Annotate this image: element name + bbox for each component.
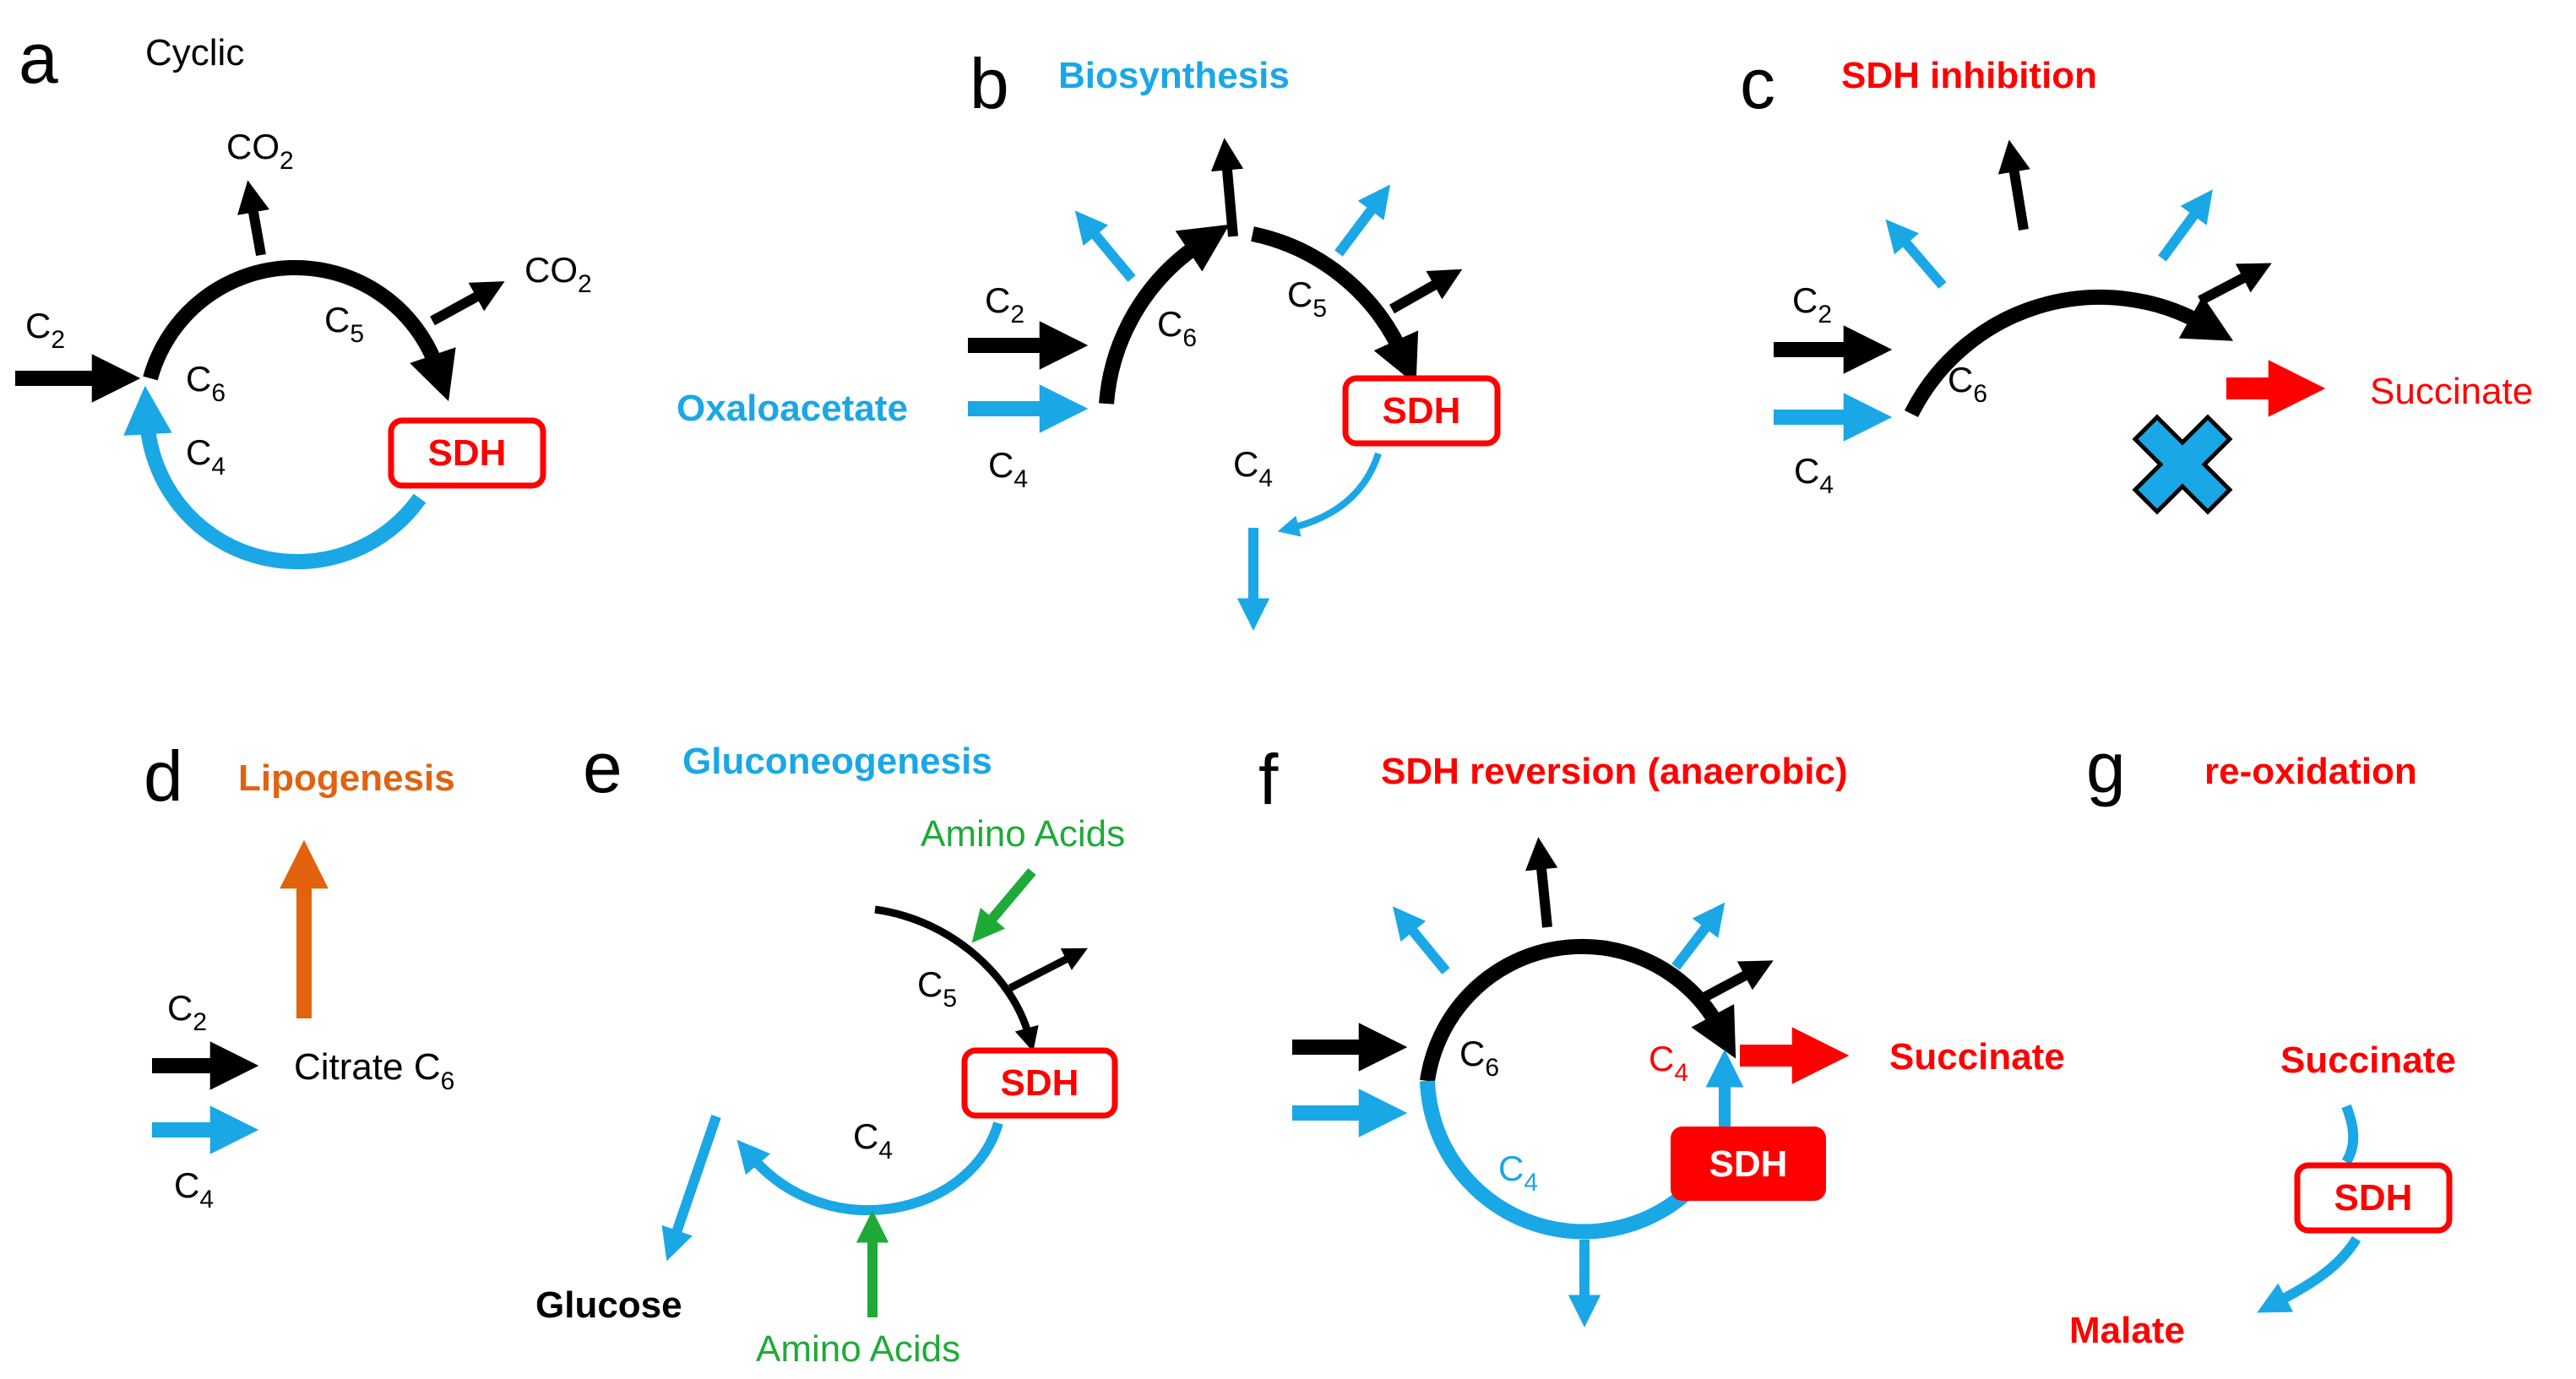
co2-release-arrow-top (1997, 139, 2030, 231)
sdh-label: SDH (2334, 1177, 2413, 1219)
panel-b-title: Biosynthesis (1058, 55, 1290, 96)
glucose-label: Glucose (535, 1284, 682, 1326)
citrate-c6-label: Citrate C6 (294, 1046, 454, 1095)
co2-release-arrow-top (1525, 837, 1558, 928)
panel-a: a Cyclic SDH CO2 CO2 C2 C6 C5 C4 (15, 19, 592, 570)
c2-label: C2 (1792, 280, 1832, 328)
c5-label: C5 (917, 964, 957, 1013)
cycle-arc-blue (123, 385, 427, 570)
c4-label-bottom: C4 (1233, 444, 1273, 492)
panel-e-title: Gluconeogenesis (682, 741, 992, 782)
sdh-box (2294, 1162, 2453, 1234)
c4-label: C4 (1794, 451, 1834, 499)
sdh-label: SDH (1383, 390, 1461, 432)
panel-letter-d: d (144, 736, 183, 816)
co2-release-arrow-right (430, 281, 505, 326)
cycle-arc-black-right (1251, 226, 1419, 385)
c6-label: C6 (1459, 1034, 1499, 1082)
c4-label: C4 (186, 432, 226, 480)
co2-label-right: CO2 (524, 250, 592, 298)
glucose-efflux-arrow (661, 1115, 721, 1262)
panel-letter-f: f (1258, 740, 1279, 819)
sdh-label: SDH (428, 432, 507, 474)
oxaloacetate-label: Oxaloacetate (677, 388, 908, 429)
cycle-arc-black (1904, 289, 2234, 418)
c4-efflux-curve (1277, 452, 1382, 537)
sdh-label: SDH (1001, 1062, 1079, 1104)
succinate-label: Succinate (1889, 1036, 2065, 1078)
c6-label: C6 (1948, 360, 1987, 408)
c4-label-left: C4 (988, 445, 1028, 493)
efflux-arrow-right (2158, 189, 2213, 262)
panel-f: f SDH reversion (anaerobic) SDH Succinat… (1258, 740, 2065, 1327)
amino-acids-label-bottom: Amino Acids (756, 1328, 960, 1370)
c2-label: C2 (167, 988, 207, 1036)
amino-acids-input-arrow-top (971, 868, 1036, 943)
c5-label: C5 (1287, 274, 1327, 323)
panel-f-title: SDH reversion (anaerobic) (1381, 751, 1848, 792)
co2-release-arrow (1008, 947, 1088, 992)
efflux-arrow-left (1885, 219, 1947, 289)
panel-letter-g: g (2086, 728, 2126, 807)
panel-a-title: Cyclic (145, 32, 244, 73)
panel-c-title: SDH inhibition (1841, 55, 2097, 96)
panel-letter-b: b (970, 44, 1009, 123)
biosynthesis-efflux-arrow-left (1074, 210, 1136, 282)
panel-g: g re-oxidation Succinate SDH Malate (2069, 728, 2456, 1351)
efflux-arrow-right (1671, 902, 1725, 970)
panel-d: d Lipogenesis Citrate C6 C2 C4 (144, 736, 455, 1213)
biosynthesis-efflux-arrow-right (1334, 184, 1391, 257)
panel-letter-c: c (1740, 44, 1775, 123)
co2-release-arrow-top (237, 180, 269, 257)
inhibition-cross (2132, 414, 2233, 515)
sdh-to-malate-arc (2257, 1235, 2361, 1313)
c4-label: C4 (174, 1165, 214, 1213)
amino-acids-label-top: Amino Acids (921, 813, 1125, 855)
c5-label: C5 (324, 300, 364, 348)
succinate-to-sdh-arc (2341, 1104, 2359, 1165)
c4-label: C4 (853, 1116, 893, 1165)
c4-label-blue: C4 (1498, 1148, 1538, 1197)
c6-label: C6 (1157, 304, 1197, 352)
panel-letter-e: e (583, 728, 622, 807)
panel-e: e Gluconeogenesis SDH Amino Acids Amino … (535, 728, 1125, 1370)
co2-release-arrow-top (1210, 138, 1244, 237)
cycle-arc-black-left (1099, 224, 1230, 404)
c4-label-red: C4 (1649, 1039, 1688, 1087)
co2-release-arrow-right (2198, 263, 2272, 306)
sdh-box (961, 1047, 1118, 1119)
co2-release-arrow-right (1389, 269, 1463, 314)
cycle-arc-black (1420, 938, 1736, 1083)
sdh-box (1342, 375, 1501, 447)
co2-release-arrow-right (1700, 960, 1774, 1003)
sdh-box (388, 417, 546, 489)
panel-letter-a: a (19, 19, 58, 98)
c2-label: C2 (25, 306, 65, 354)
c5-arc-black (874, 905, 1039, 1052)
c2-label: C2 (985, 280, 1024, 328)
panel-d-title: Lipogenesis (238, 757, 455, 799)
panel-g-title: re-oxidation (2204, 751, 2417, 792)
cycle-arc-blue (1420, 1080, 1699, 1240)
malate-label: Malate (2069, 1310, 2185, 1351)
c6-label: C6 (186, 359, 226, 407)
sdh-label: SDH (1709, 1143, 1788, 1185)
c4-arc-blue (736, 1121, 1003, 1215)
panel-c: c SDH inhibition Succinate C2 C6 C4 (1740, 44, 2533, 515)
cycle-arc-black (143, 259, 456, 402)
co2-label-top: CO2 (226, 127, 294, 175)
succinate-label: Succinate (2370, 371, 2533, 412)
sdh-box-filled (1671, 1127, 1826, 1201)
efflux-arrow-left (1392, 906, 1450, 975)
panel-b: b Biosynthesis SDH Oxaloacetate C2 C6 C5… (677, 44, 1501, 631)
succinate-label: Succinate (2280, 1040, 2456, 1081)
